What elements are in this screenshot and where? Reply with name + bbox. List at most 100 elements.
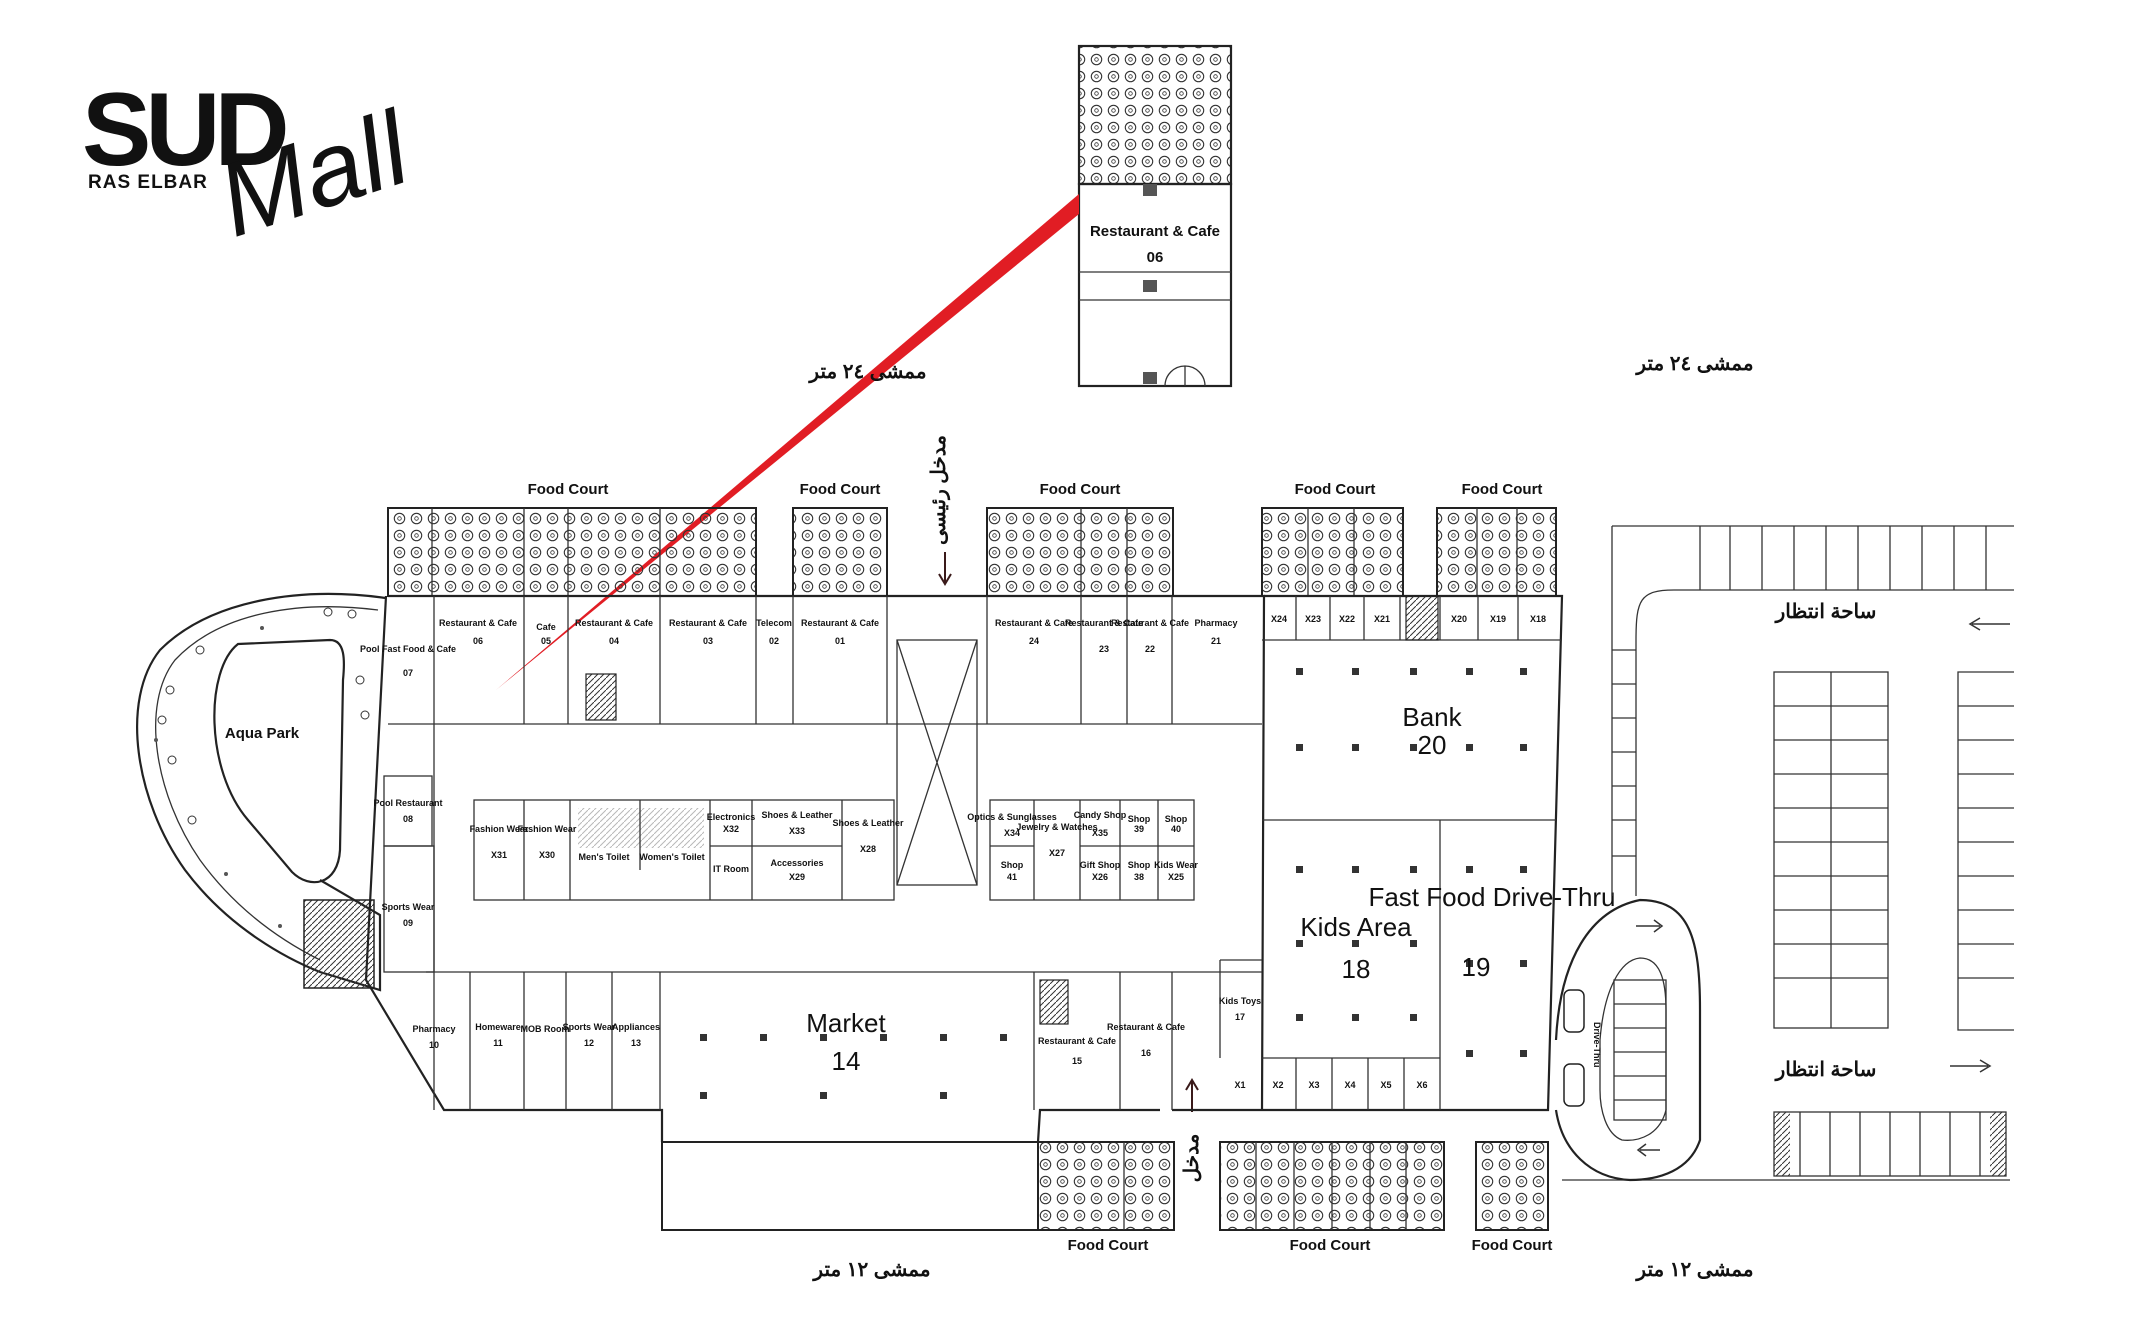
unit-06-number: 06 xyxy=(473,636,483,646)
plaza-bottom-label: ساحة انتظار xyxy=(1774,1059,1877,1082)
unit-x32-number: X32 xyxy=(723,824,739,834)
unit-x3: X3 xyxy=(1308,1080,1319,1090)
left-units xyxy=(383,775,435,973)
unit-01-name: Restaurant & Cafe xyxy=(801,618,879,628)
unit-labels: Pool Fast Food & Cafe 07 Restaurant & Ca… xyxy=(360,618,1261,1066)
market-number: 14 xyxy=(832,1046,861,1076)
womens-toilet-label: Women's Toilet xyxy=(639,852,704,862)
unit-x27-name: Jewelry & Watches xyxy=(1016,822,1097,832)
unit-x21: X21 xyxy=(1374,614,1390,624)
unit-x30-number: X30 xyxy=(539,850,555,860)
unit-22-name: Restaurant & Cafe xyxy=(1111,618,1189,628)
x-units-bottom: X1 X2 X3 X4 X5 X6 xyxy=(1234,1080,1427,1090)
unit-11-name: Homeware xyxy=(475,1022,521,1032)
unit-x26-name: Gift Shop xyxy=(1080,860,1121,870)
unit-08-number: 08 xyxy=(403,814,413,824)
unit-38-name: Shop xyxy=(1128,860,1151,870)
unit-x35-name: Candy Shop xyxy=(1074,810,1127,820)
unit-x31-name: Fashion Wear xyxy=(470,824,529,834)
unit-10-name: Pharmacy xyxy=(412,1024,455,1034)
annex-name: Restaurant & Cafe xyxy=(1090,223,1220,240)
unit-x2: X2 xyxy=(1272,1080,1283,1090)
main-entrance-arrow xyxy=(938,552,952,586)
brand-logo: SUD Mall RAS ELBAR xyxy=(82,72,425,260)
unit-09-name: Sports Wear xyxy=(382,902,435,912)
unit-x1: X1 xyxy=(1234,1080,1245,1090)
unit-x24: X24 xyxy=(1271,614,1287,624)
food-court-label-4: Food Court xyxy=(1295,481,1376,498)
side-entrance-arrow xyxy=(1185,1078,1199,1112)
unit-02-name: Telecom xyxy=(756,618,792,628)
unit-17-name: Kids Toys xyxy=(1219,996,1261,1006)
unit-21-name: Pharmacy xyxy=(1194,618,1237,628)
kids-area-name: Kids Area xyxy=(1300,912,1412,942)
unit-x31-number: X31 xyxy=(491,850,507,860)
unit-x25-name: Kids Wear xyxy=(1154,860,1198,870)
parking-area: Drive-Thru ساحة انتظار ساحة انتظار xyxy=(1554,525,2014,1182)
unit-13-name: Appliances xyxy=(612,1022,660,1032)
food-court-label-6: Food Court xyxy=(1068,1237,1149,1254)
unit-08-name: Pool Restaurant xyxy=(373,798,442,808)
food-court-label-3: Food Court xyxy=(1040,481,1121,498)
unit-11-number: 11 xyxy=(493,1038,503,1048)
unit-41-number: 41 xyxy=(1007,872,1017,882)
unit-x33-number: X33 xyxy=(789,826,805,836)
bank-name: Bank xyxy=(1402,702,1462,732)
walkway-bottom-right: ممشى ١٢ متر xyxy=(1634,1259,1753,1282)
food-court-label-2: Food Court xyxy=(800,481,881,498)
bank-number: 20 xyxy=(1418,730,1447,760)
structural-columns xyxy=(700,668,1527,1099)
unit-38-number: 38 xyxy=(1134,872,1144,882)
unit-x29-number: X29 xyxy=(789,872,805,882)
island-left xyxy=(473,799,895,901)
food-court-label-7: Food Court xyxy=(1290,1237,1371,1254)
drive-thru-name: Fast Food Drive-Thru xyxy=(1368,882,1615,912)
unit-x34-name: Optics & Sunglasses xyxy=(967,812,1057,822)
unit-23-name: Restaurant & Cafe xyxy=(1065,618,1143,628)
unit-x35-number: X35 xyxy=(1092,828,1108,838)
unit-x27-number: X27 xyxy=(1049,848,1065,858)
aqua-park-label: Aqua Park xyxy=(225,725,300,742)
food-court-label-1: Food Court xyxy=(528,481,609,498)
mens-toilet-label: Men's Toilet xyxy=(579,852,630,862)
unit-12-number: 12 xyxy=(584,1038,594,1048)
x-units-top: X24 X23 X22 X21 X20 X19 X18 xyxy=(1271,614,1546,624)
unit-39-name: Shop xyxy=(1128,814,1151,824)
annex-pointer xyxy=(496,194,1079,690)
side-entrance-label: مدخل xyxy=(1181,1134,1203,1183)
unit-x33-name: Shoes & Leather xyxy=(761,810,833,820)
unit-04-name: Restaurant & Cafe xyxy=(575,618,653,628)
unit-x20: X20 xyxy=(1451,614,1467,624)
unit-17-number: 17 xyxy=(1235,1012,1245,1022)
unit-15-number: 15 xyxy=(1072,1056,1082,1066)
unit-16-name: Restaurant & Cafe xyxy=(1107,1022,1185,1032)
unit-x32-name: Electronics xyxy=(707,812,756,822)
unit-x4: X4 xyxy=(1344,1080,1355,1090)
walkway-top-left: ممشى ٢٤ متر xyxy=(807,361,926,384)
unit-10-number: 10 xyxy=(429,1040,439,1050)
kids-area-number: 18 xyxy=(1342,954,1371,984)
unit-13-number: 13 xyxy=(631,1038,641,1048)
unit-12-name: Sports Wear xyxy=(563,1022,616,1032)
unit-x26-number: X26 xyxy=(1092,872,1108,882)
unit-x5: X5 xyxy=(1380,1080,1391,1090)
unit-23-number: 23 xyxy=(1099,644,1109,654)
unit-x6: X6 xyxy=(1416,1080,1427,1090)
unit-07-number: 07 xyxy=(403,668,413,678)
unit-x30-name: Fashion Wear xyxy=(518,824,577,834)
top-row-walls xyxy=(433,596,1562,1110)
unit-x28-number: X28 xyxy=(860,844,876,854)
unit-02-number: 02 xyxy=(769,636,779,646)
it-room-label: IT Room xyxy=(713,864,749,874)
unit-x18: X18 xyxy=(1530,614,1546,624)
food-court-top xyxy=(387,507,1557,597)
unit-x25-number: X25 xyxy=(1168,872,1184,882)
logo-primary: SUD xyxy=(82,72,285,188)
unit-39-number: 39 xyxy=(1134,824,1144,834)
unit-21-number: 21 xyxy=(1211,636,1221,646)
unit-06-name: Restaurant & Cafe xyxy=(439,618,517,628)
unit-01-number: 01 xyxy=(835,636,845,646)
unit-x29-name: Accessories xyxy=(770,858,823,868)
unit-41-name: Shop xyxy=(1001,860,1024,870)
